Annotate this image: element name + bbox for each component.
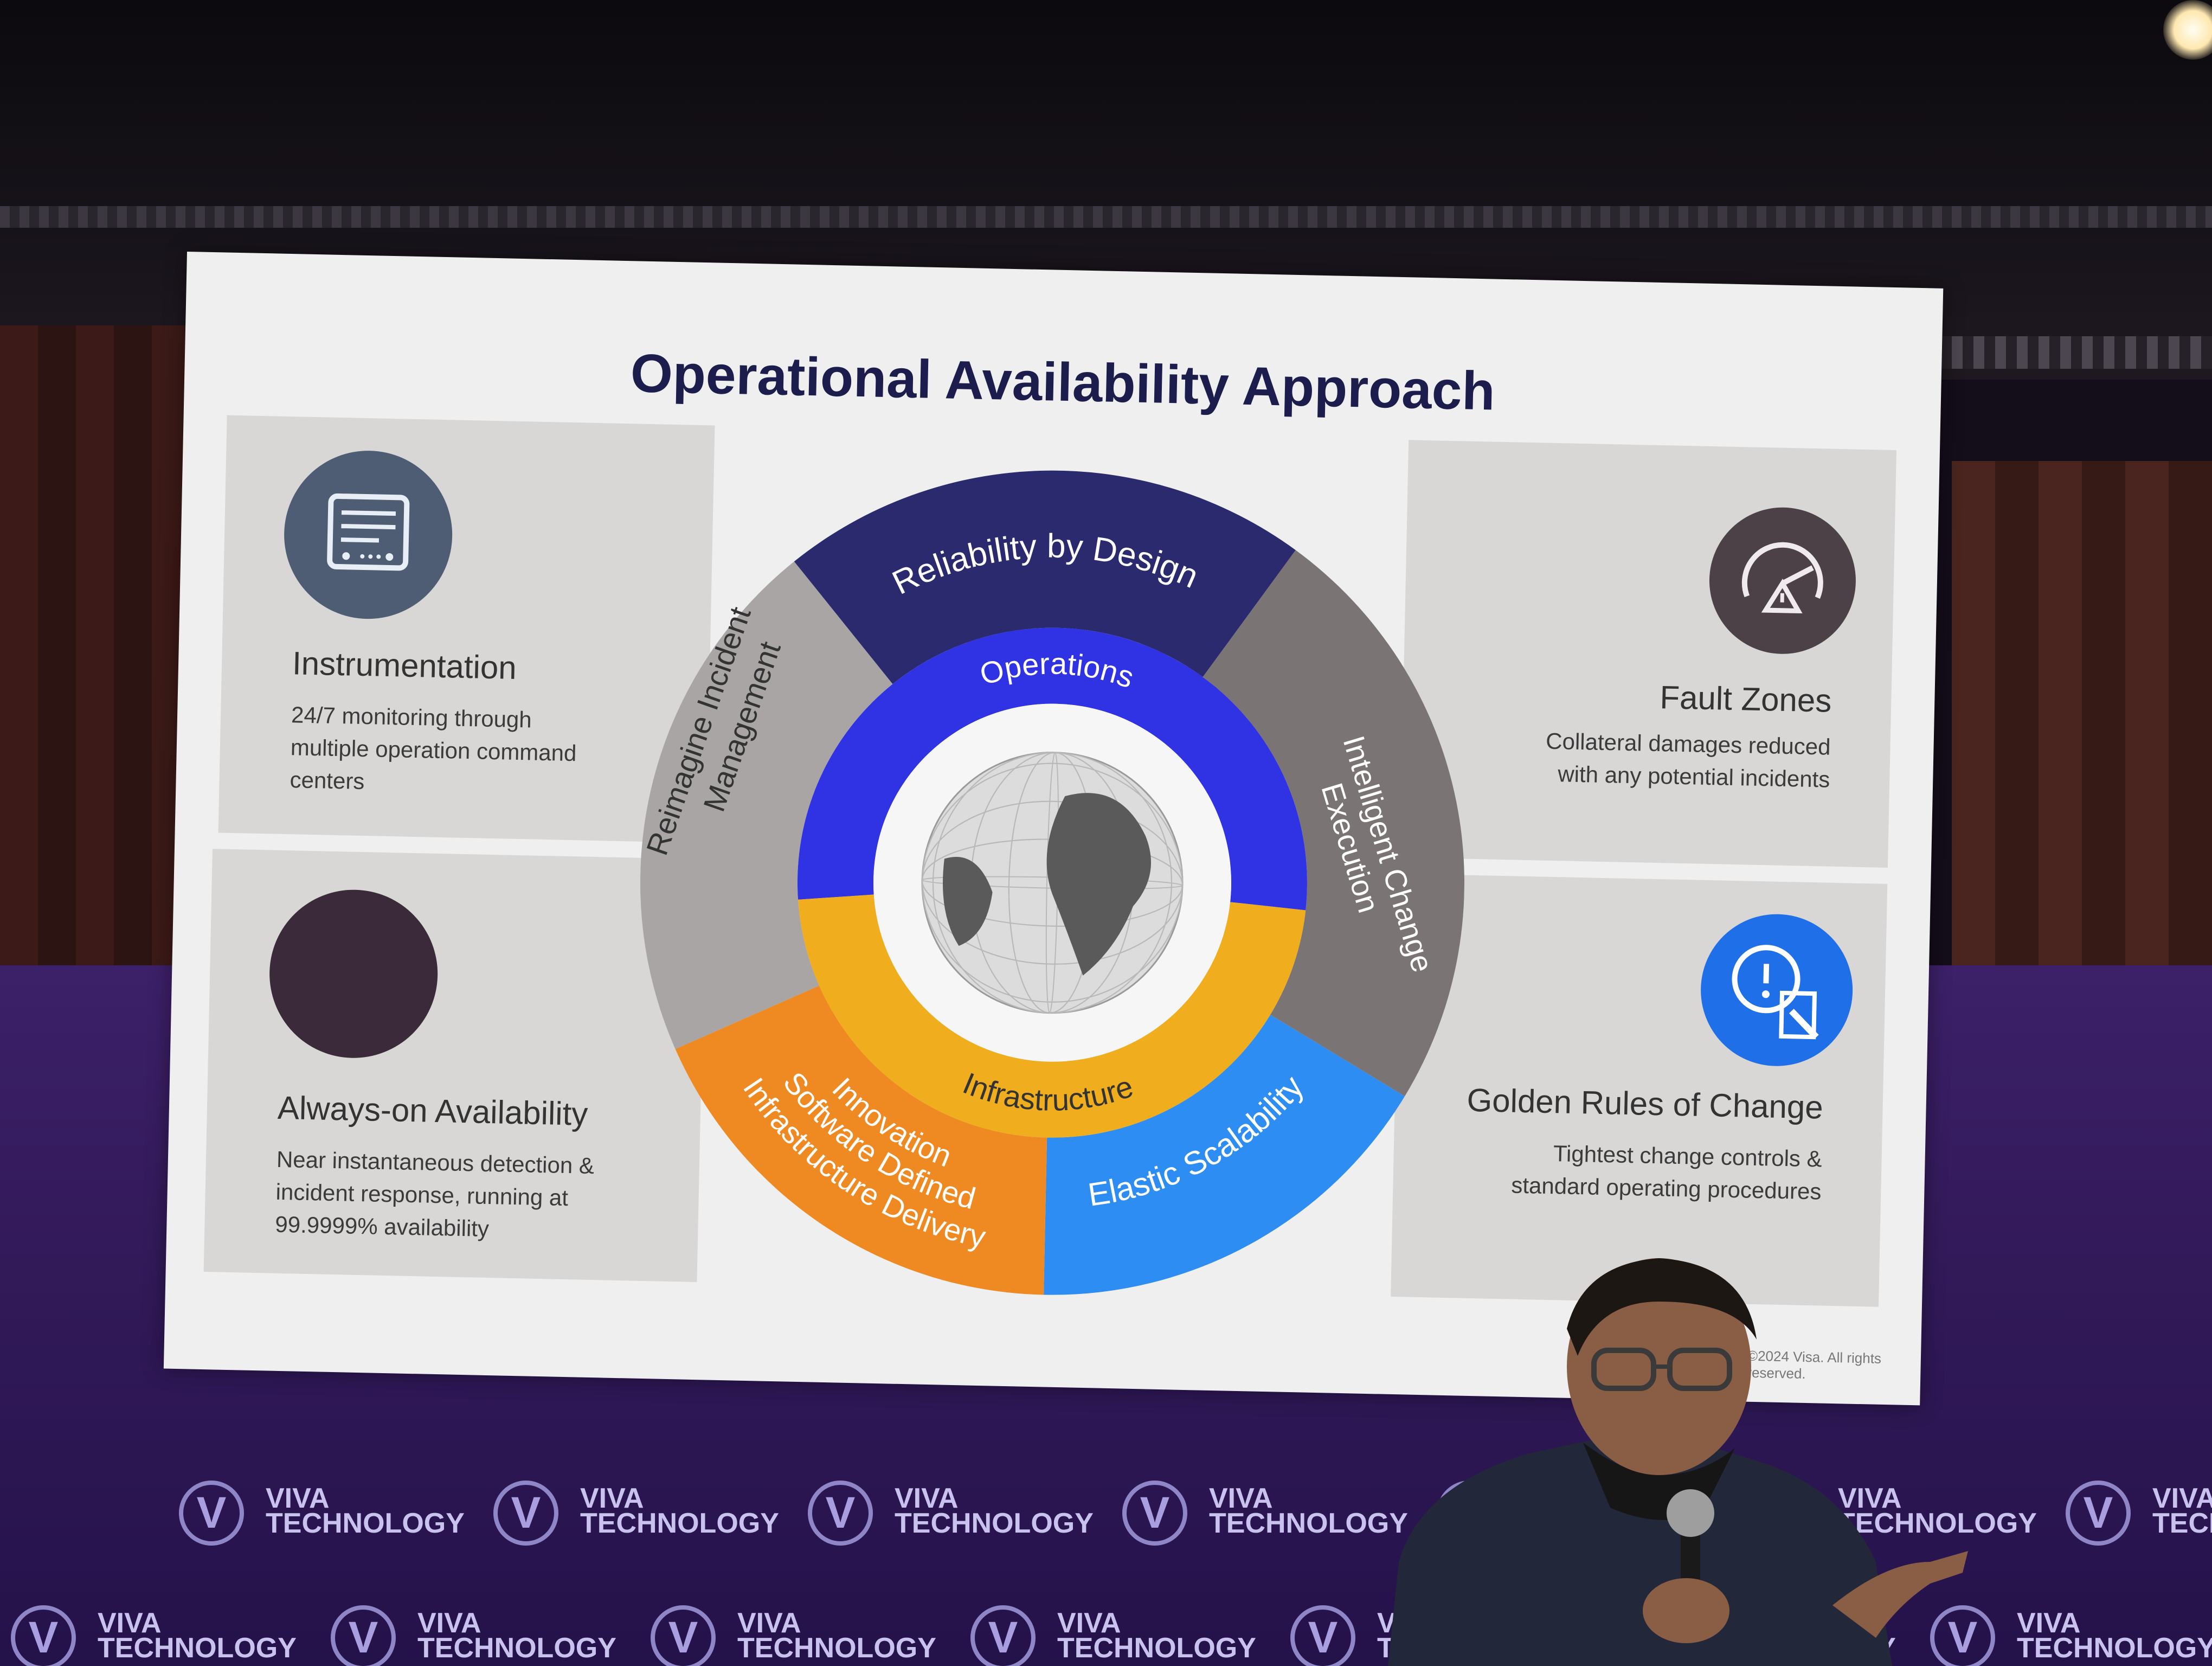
brand-line: TECHNOLOGY bbox=[895, 1508, 1094, 1539]
brand-line: TECHNOLOGY bbox=[737, 1632, 936, 1664]
panel-description: Collateral damages reduced with any pote… bbox=[1423, 722, 1831, 796]
brand-line: VIVA bbox=[1209, 1483, 1273, 1514]
brand-line: TECHNOLOGY bbox=[2017, 1632, 2212, 1664]
brand-line: VIVA bbox=[737, 1607, 801, 1639]
brand-line: TECHNOLOGY bbox=[417, 1632, 616, 1664]
gauge-warning-icon bbox=[1708, 505, 1857, 656]
speaker-person bbox=[1388, 1258, 1968, 1666]
presentation-slide: Operational Availability Approach Instru… bbox=[163, 252, 1944, 1406]
viva-logo-icon: V bbox=[970, 1605, 1036, 1666]
panel-golden-rules-of-change: Golden Rules of Change Tightest change c… bbox=[1391, 874, 1888, 1307]
panel-fault-zones: Fault Zones Collateral damages reduced w… bbox=[1400, 440, 1897, 868]
segment-infrastructure bbox=[798, 894, 1306, 1138]
brand-line: TECHNOLOGY bbox=[1838, 1508, 2037, 1539]
viva-logo-icon: V bbox=[1930, 1605, 1995, 1666]
description-line: 24/7 monitoring through bbox=[291, 702, 532, 733]
viva-logo-icon: V bbox=[11, 1605, 76, 1666]
brand-line: VIVA bbox=[2152, 1483, 2212, 1514]
viva-logo-icon: V bbox=[331, 1605, 396, 1666]
description-line: multiple operation command bbox=[290, 734, 577, 766]
slide-title: Operational Availability Approach bbox=[629, 343, 1496, 422]
description-line: 99.9999% availability bbox=[274, 1211, 490, 1242]
panel-description: Near instantaneous detection & incident … bbox=[275, 1143, 595, 1247]
brand-line: TECHNOLOGY bbox=[580, 1508, 779, 1539]
brand-line: VIVA bbox=[98, 1607, 162, 1639]
viva-logo-icon: V bbox=[808, 1481, 873, 1546]
viva-logo-icon: V bbox=[179, 1481, 244, 1546]
lighting-truss bbox=[0, 206, 2212, 228]
segment-operations bbox=[798, 627, 1307, 911]
viva-logo-icon: V bbox=[1122, 1481, 1187, 1546]
panel-instrumentation: Instrumentation 24/7 monitoring through … bbox=[218, 415, 715, 843]
brand-line: VIVA bbox=[1057, 1607, 1121, 1639]
brand-line: VIVA bbox=[2017, 1607, 2081, 1639]
brand-line: VIVA bbox=[1838, 1483, 1902, 1514]
viva-logo-icon: V bbox=[493, 1481, 558, 1546]
brand-line: VIVA bbox=[895, 1483, 959, 1514]
brand-line: TECHNOLOGY bbox=[266, 1508, 465, 1539]
stage-light-icon bbox=[2163, 0, 2212, 60]
segment-reimagine-incident-management bbox=[640, 561, 893, 1049]
viva-logo-icon: V bbox=[1290, 1605, 1355, 1666]
viva-logo-icon: V bbox=[651, 1605, 716, 1666]
panel-always-on-availability: Always-on Availability Near instantaneou… bbox=[203, 849, 706, 1283]
segment-innovation bbox=[675, 985, 1047, 1295]
panel-title: Instrumentation bbox=[292, 645, 517, 686]
segment-reliability-by-design bbox=[794, 470, 1296, 684]
brand-line: TECHNOLOGY bbox=[1209, 1508, 1408, 1539]
segment-intelligent-change-execution bbox=[1203, 550, 1464, 1097]
description-line: centers bbox=[290, 767, 365, 794]
panel-title: Fault Zones bbox=[1659, 679, 1832, 719]
operational-wheel-diagram: Reliability by DesignOperationsInfrastru… bbox=[640, 470, 1464, 1295]
brand-line: TECHNOLOGY bbox=[1057, 1632, 1256, 1664]
brand-line: VIVA bbox=[580, 1483, 644, 1514]
globe-network-icon bbox=[921, 752, 1184, 1014]
monitor-panel-icon bbox=[282, 448, 454, 621]
brand-line: TECHNOLOGY bbox=[98, 1632, 297, 1664]
brand-line: TECHNOLOGY bbox=[2152, 1508, 2212, 1539]
magnifier-alert-icon bbox=[1699, 912, 1855, 1068]
wood-wall-left bbox=[0, 325, 195, 1003]
brand-line: VIVA bbox=[266, 1483, 330, 1514]
segment-elastic-scalability bbox=[1044, 1015, 1405, 1295]
panel-description: 24/7 monitoring through multiple operati… bbox=[290, 699, 577, 802]
brand-line: VIVA bbox=[417, 1607, 481, 1639]
panel-title: Always-on Availability bbox=[277, 1089, 589, 1132]
viva-logo-icon: V bbox=[2066, 1481, 2131, 1546]
globe-grid-icon bbox=[267, 888, 440, 1060]
